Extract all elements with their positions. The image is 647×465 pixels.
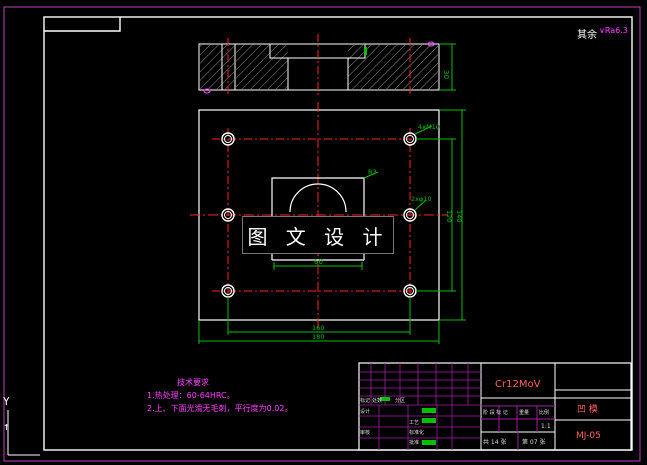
reverse-code-box [44,17,121,32]
watermark: 图 文 设 计 [242,216,394,254]
drawing-number: MJ-05 [576,431,601,441]
col-label: 比例 [539,409,549,416]
col-label: 重量 [519,409,529,416]
row-label: 设计 [360,408,370,415]
row-label: 审核 [360,429,370,436]
pin-hole [221,208,235,222]
pin-callout: 2xφ10 [411,195,432,203]
ucs-y-label: Y [3,395,10,408]
sheet-number: 第 07 张 [522,438,545,446]
corner-hole [221,132,235,146]
section-height-dim: 30 [442,70,450,79]
roughness-label: 其余 [577,30,597,41]
approval-label: 标准化 [409,429,424,436]
notes-title: 技术要求 [177,378,209,387]
radius-callout: R3 [368,168,377,176]
notes-line: 1.热处理：60-64HRC。 [147,391,235,400]
row-label: 标记 [360,397,370,404]
roughness-value: Ra6.3 [604,26,628,35]
plan-view[interactable]: 60 R3 4xM10 2xφ10 120 140 160 180 [190,102,466,344]
section-outline [198,43,440,91]
sheet-inner-frame [43,16,633,451]
roughness-symbol: ∨Ra6.3 [599,26,628,35]
notes-line: 2.上、下面光滑无毛刺，平行度为0.02。 [147,404,293,413]
inner-width-dim: 160 [312,324,324,332]
pocket-width-dim: 60 [314,258,323,266]
thread-callout: 4xM10 [418,123,440,131]
row-label: 分区 [395,397,405,404]
col-label: 阶 段 标 记 [483,409,508,416]
scale-value: 1:1 [541,423,551,430]
approval-label: 批准 [409,439,419,446]
inner-height-dim: 120 [445,210,453,222]
technical-requirements: 技术要求 1.热处理：60-64HRC。 2.上、下面光滑无毛刺，平行度为0.0… [147,376,292,415]
section-view[interactable]: 30 [198,34,456,96]
row-label: 处数 [372,397,382,404]
outer-width-dim: 180 [312,333,324,341]
row-label: 工艺 [409,420,419,426]
outer-height-dim: 140 [455,210,463,222]
material: Cr12MoV [495,379,541,390]
ucs-arrow-icon: ↑ [3,420,10,433]
title-block[interactable]: 标记 处数 分区 设计 审核 工艺 标准化 批准 阶 段 标 记 重量 比例 1… [358,362,632,451]
sheet-outer-frame [3,6,641,462]
pin-hole [403,208,417,222]
sheets-total: 共 14 张 [483,438,506,446]
part-name: 凹 模 [577,404,598,415]
